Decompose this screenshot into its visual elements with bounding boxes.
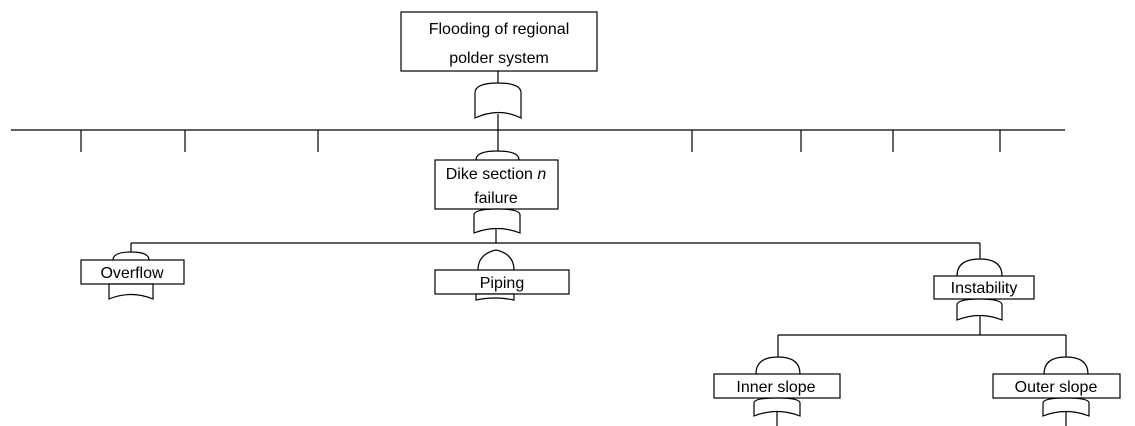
inner-slope-input-gate — [755, 356, 801, 375]
overflow-basic-gate — [108, 283, 154, 300]
outer-slope-label: Outer slope — [1015, 379, 1098, 396]
piping-label: Piping — [480, 275, 524, 292]
dike-section-label-line2: failure — [474, 190, 518, 207]
dike-section-input-arc — [475, 150, 520, 161]
piping-node: Piping — [434, 269, 570, 295]
dike-section-label-italic: n — [537, 166, 546, 183]
top-event-label-line1: Flooding of regional — [429, 21, 570, 38]
overflow-node: Overflow — [80, 259, 185, 285]
dike-section-label-text: Dike section — [446, 166, 538, 183]
inner-slope-label: Inner slope — [736, 379, 815, 396]
outer-slope-input-gate — [1043, 356, 1089, 375]
dike-section-or-gate — [473, 208, 521, 234]
dike-section-label-line1: Dike section n — [446, 166, 547, 183]
top-event-label-line2: polder system — [449, 50, 549, 67]
top-event-node: Flooding of regional polder system — [400, 11, 598, 72]
dike-section-node: Dike section n failure — [434, 159, 559, 210]
outer-slope-or-gate — [1042, 397, 1090, 417]
instability-or-gate — [956, 298, 1003, 321]
instability-label: Instability — [951, 280, 1018, 297]
top-or-gate — [474, 82, 522, 119]
piping-basic-gate — [475, 293, 515, 301]
inner-slope-node: Inner slope — [713, 373, 841, 399]
overflow-label: Overflow — [100, 265, 164, 282]
overflow-input-arc — [112, 251, 150, 261]
piping-input-gate — [477, 249, 515, 271]
instability-input-gate — [956, 258, 1003, 277]
outer-slope-node: Outer slope — [992, 373, 1121, 399]
instability-node: Instability — [933, 275, 1035, 300]
inner-slope-or-gate — [753, 397, 801, 417]
